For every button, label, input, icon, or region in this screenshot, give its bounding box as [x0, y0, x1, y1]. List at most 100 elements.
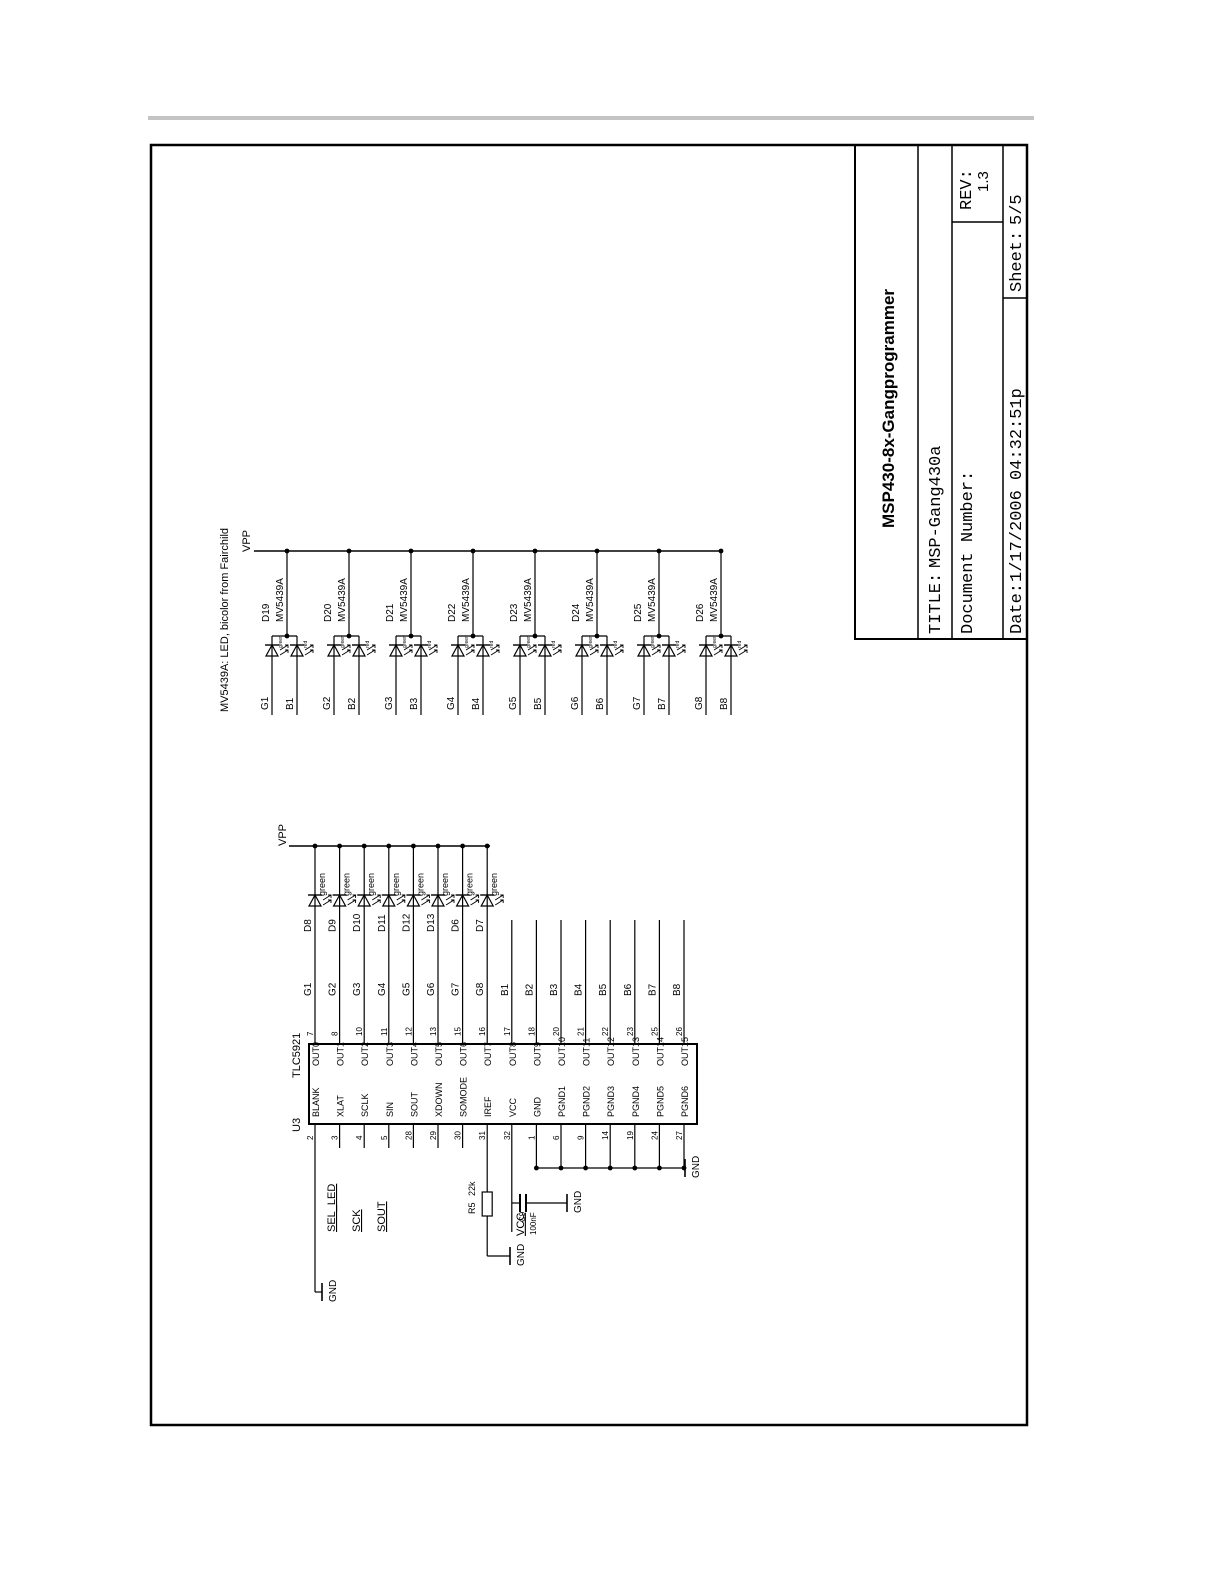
- signal-sck: SCK: [351, 1209, 363, 1232]
- pin-name: PGND3: [606, 1086, 616, 1117]
- diode-symbol: [430, 893, 446, 907]
- net-label: G2: [328, 982, 339, 996]
- pin-name: XDOWN: [434, 1083, 444, 1118]
- gnd-label: GND: [516, 1244, 527, 1266]
- led-emission-arrows: [527, 644, 537, 656]
- pin-name: OUT1: [336, 1042, 346, 1066]
- project-title: MSP430-8x-Gangprogrammer: [879, 289, 898, 528]
- net-label: B8: [672, 983, 683, 996]
- led-color-label: green: [712, 635, 718, 648]
- junction-dot: [312, 843, 318, 849]
- junction-dot: [460, 843, 465, 849]
- led-emission-arrows: [428, 644, 438, 656]
- led-emission-arrows: [552, 644, 562, 656]
- pin-name: SOUT: [409, 1091, 419, 1117]
- pin-number: 27: [675, 1131, 684, 1140]
- title-label: TITLE:: [927, 573, 946, 634]
- led-color-label: green: [342, 873, 352, 896]
- net-label: B5: [598, 983, 609, 996]
- junction-dot: [718, 548, 724, 554]
- pin-number: 10: [355, 1027, 364, 1036]
- pin-name: OUT5: [434, 1042, 444, 1066]
- diode-symbol: [406, 893, 421, 907]
- junction-dot: [656, 633, 662, 639]
- pin-name: PGND4: [631, 1086, 641, 1117]
- junction-dot: [484, 843, 490, 849]
- sheet-label: Sheet:: [1008, 231, 1027, 292]
- pin-number: 12: [404, 1027, 413, 1036]
- net-label: G5: [508, 696, 519, 710]
- pin-number: 16: [478, 1027, 487, 1036]
- net-label: G7: [632, 696, 643, 710]
- pin-name: OUT13: [631, 1037, 641, 1066]
- pin-name: GND: [532, 1097, 542, 1118]
- pin-name: XLAT: [336, 1095, 346, 1117]
- diode-symbol: [698, 643, 714, 657]
- pin-name: PGND5: [655, 1086, 665, 1117]
- pin-name: OUT6: [459, 1042, 469, 1066]
- pin-name: OUT2: [360, 1042, 370, 1066]
- gnd-label: GND: [691, 1156, 702, 1178]
- pin-name: OUT15: [680, 1037, 690, 1066]
- led-color-label: red: [737, 641, 743, 648]
- diode-symbol: [450, 643, 466, 657]
- pin-name: OUT9: [532, 1042, 542, 1066]
- pin-number: 18: [527, 1027, 536, 1036]
- pin-number: 24: [650, 1131, 659, 1140]
- pin-name: OUT0: [311, 1042, 321, 1066]
- pin-name: OUT12: [606, 1037, 616, 1066]
- capacitor-ref: C9: [518, 1211, 527, 1222]
- diode-symbol: [475, 643, 491, 657]
- diode-symbol: [332, 893, 347, 907]
- net-label: G4: [446, 696, 457, 710]
- led-ref: D11: [377, 914, 388, 932]
- led-part: MV5439A: [523, 578, 534, 622]
- pin-number: 31: [478, 1131, 487, 1140]
- led-ref: D20: [323, 603, 334, 622]
- led-ref: D23: [509, 603, 520, 622]
- date-label: Date:: [1008, 583, 1027, 634]
- net-label: B4: [471, 697, 482, 710]
- net-label: G3: [384, 696, 395, 710]
- led-emission-arrows: [676, 644, 686, 656]
- pin-number: 8: [331, 1031, 340, 1036]
- net-label: G1: [303, 982, 314, 996]
- net-label: B7: [647, 983, 658, 996]
- led-emission-arrows: [490, 644, 500, 656]
- led-emission-arrows: [494, 894, 504, 906]
- pin-number: 26: [675, 1027, 684, 1036]
- led-color-label: red: [489, 641, 495, 648]
- led-ref: D13: [426, 913, 437, 932]
- net-label: G5: [401, 982, 412, 996]
- led-ref: D10: [352, 913, 363, 932]
- pin-number: 6: [552, 1135, 561, 1140]
- diode-symbol: [574, 643, 590, 657]
- led-color-label: green: [465, 873, 475, 896]
- led-color-label: red: [613, 641, 619, 648]
- chip-ref: U3: [291, 1118, 303, 1132]
- led-color-label: green: [402, 635, 408, 648]
- pin-name: VCC: [508, 1097, 518, 1117]
- led-color-label: green: [278, 635, 284, 648]
- led-color-label: red: [303, 641, 309, 648]
- net-label: G8: [475, 982, 486, 996]
- net-label: G6: [426, 982, 437, 996]
- chip-part: TLC5921: [291, 1033, 303, 1078]
- led-color-label: green: [440, 873, 450, 896]
- pin-number: 9: [577, 1135, 586, 1140]
- led-part: MV5439A: [709, 578, 720, 622]
- led-color-label: red: [551, 641, 557, 648]
- signal-sout: SOUT: [376, 1201, 388, 1232]
- junction-dot: [346, 548, 352, 554]
- bicolor-led-section: MV5439A: LED, bicolor from Fairchild VPP…: [219, 528, 748, 715]
- pin-number: 19: [626, 1131, 635, 1140]
- pin-name: OUT4: [409, 1042, 419, 1066]
- junction-dot: [656, 548, 662, 554]
- led-emission-arrows: [738, 644, 748, 656]
- junction-dot: [284, 548, 290, 554]
- led-emission-arrows: [322, 894, 332, 906]
- pin-number: 32: [503, 1131, 512, 1140]
- vpp-label-bottom: VPP: [277, 824, 289, 846]
- pin-name: BLANK: [311, 1087, 321, 1117]
